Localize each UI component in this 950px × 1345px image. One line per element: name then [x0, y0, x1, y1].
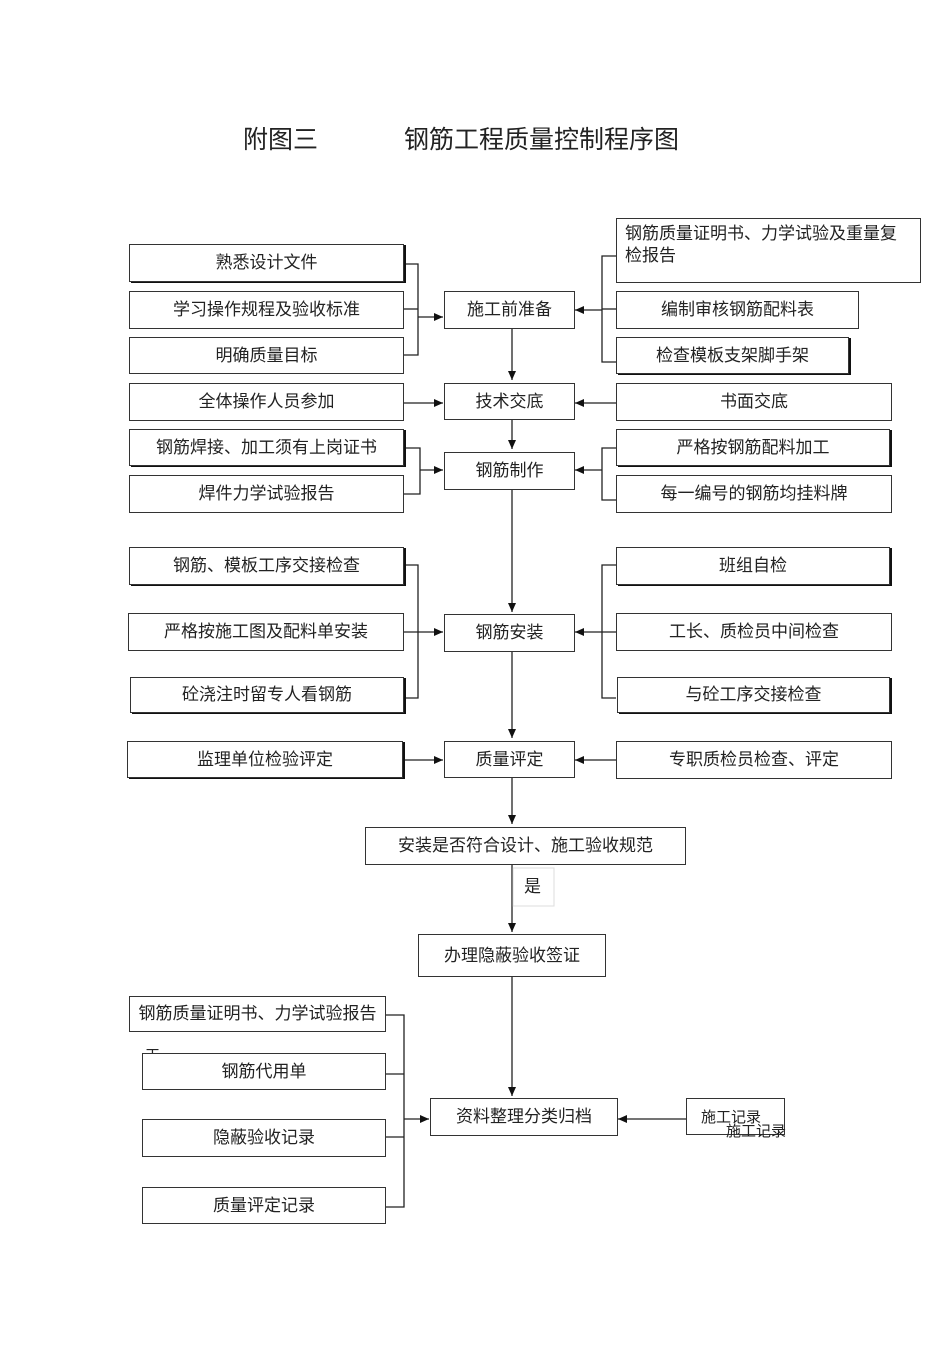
supervisor-box: 监理单位检验评定	[127, 741, 403, 778]
assessment-record-box: 质量评定记录	[142, 1187, 386, 1224]
concealed-box: 办理隐蔽验收签证	[418, 934, 606, 977]
assessment-box: 质量评定	[444, 741, 575, 778]
written-brief-box: 书面交底	[616, 383, 892, 421]
title-prefix: 附图三	[243, 125, 319, 154]
team-check-box: 班组自检	[616, 547, 890, 585]
strict-cut-box: 严格按钢筋配料加工	[616, 429, 890, 466]
tag-each-box: 每一编号的钢筋均挂料牌	[616, 475, 892, 513]
formwork-check-box: 检查模板支架脚手架	[616, 337, 849, 374]
all-staff-box: 全体操作人员参加	[129, 383, 404, 421]
substitution-box: 钢筋代用单	[142, 1053, 386, 1090]
quality-goal-box: 明确质量目标	[129, 337, 404, 374]
concrete-handover-box: 与砼工序交接检查	[617, 677, 890, 713]
design-docs-box: 熟悉设计文件	[129, 244, 404, 282]
installation-box: 钢筋安装	[444, 614, 575, 652]
learn-rules-box: 学习操作规程及验收标准	[129, 291, 404, 329]
yes-label: 是	[524, 877, 541, 897]
construction-record-overlap: 施工记录	[726, 1122, 787, 1140]
install-strict-box: 严格按施工图及配料单安装	[128, 613, 404, 651]
quality-cert-box: 钢筋质量证明书、力学试验及重量复检报告	[616, 218, 921, 283]
page-title: 附图三 钢筋工程质量控制程序图	[0, 124, 950, 160]
briefing-box: 技术交底	[444, 383, 575, 420]
title-main: 钢筋工程质量控制程序图	[404, 125, 680, 154]
cut-list-box: 编制审核钢筋配料表	[616, 291, 859, 329]
prep-box: 施工前准备	[444, 291, 575, 329]
fabrication-box: 钢筋制作	[444, 452, 575, 490]
inspector-box: 专职质检员检查、评定	[616, 741, 892, 779]
concealed-record-box: 隐蔽验收记录	[142, 1119, 386, 1157]
handover-check-box: 钢筋、模板工序交接检查	[129, 547, 404, 585]
archive-box: 资料整理分类归档	[430, 1098, 618, 1136]
pour-watch-box: 砼浇注时留专人看钢筋	[130, 677, 404, 713]
decision-box: 安装是否符合设计、施工验收规范	[365, 827, 686, 865]
foreman-check-box: 工长、质检员中间检查	[616, 613, 892, 651]
archive-cert-box: 钢筋质量证明书、力学试验报告	[129, 996, 386, 1032]
construction-record-box: 施工记录	[686, 1098, 785, 1135]
welder-cert-box: 钢筋焊接、加工须有上岗证书	[129, 429, 404, 466]
weld-report-box: 焊件力学试验报告	[129, 475, 404, 513]
